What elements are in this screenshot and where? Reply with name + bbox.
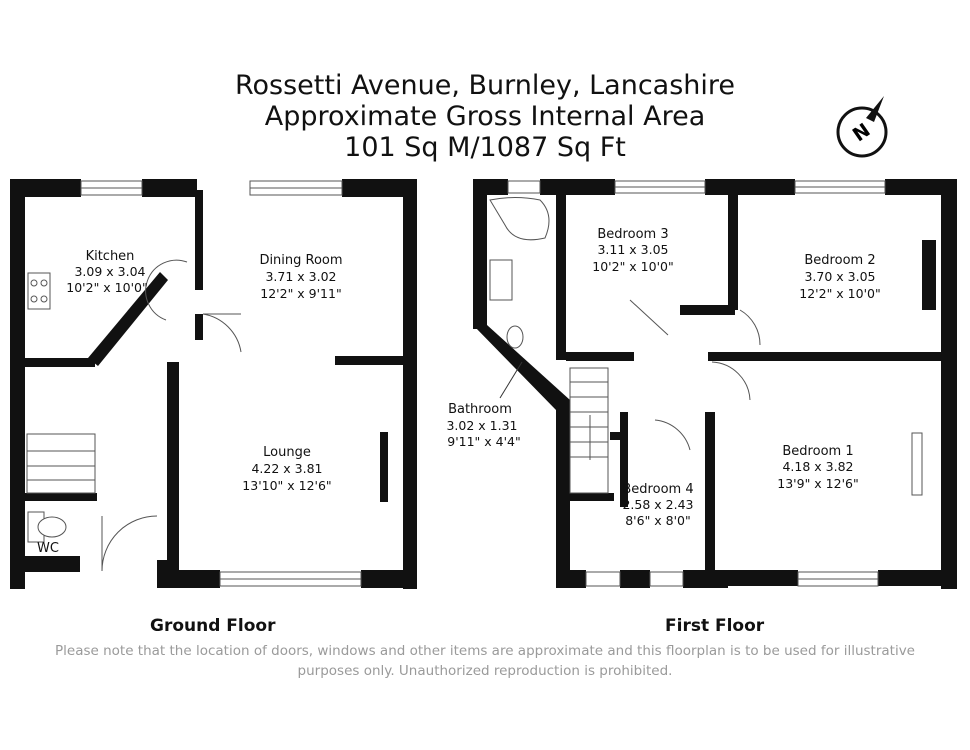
bedroom3-imperial: 10'2" x 10'0" bbox=[592, 259, 673, 274]
bathroom-imperial: 9'11" x 4'4" bbox=[447, 434, 520, 449]
first-floor-label: First Floor bbox=[665, 616, 765, 636]
lounge-name: Lounge bbox=[263, 445, 311, 460]
bedroom4-metric: 2.58 x 2.43 bbox=[622, 497, 693, 512]
kitchen-metric: 3.09 x 3.04 bbox=[74, 264, 145, 279]
bedroom3-metric: 3.11 x 3.05 bbox=[597, 242, 668, 257]
disclaimer-line-2: purposes only. Unauthorized reproduction… bbox=[297, 663, 673, 679]
bedroom1-imperial: 13'9" x 12'6" bbox=[777, 476, 858, 491]
bedroom1-metric: 4.18 x 3.82 bbox=[782, 459, 853, 474]
lounge-imperial: 13'10" x 12'6" bbox=[242, 478, 331, 493]
plan-title-block: Rossetti Avenue, Burnley, Lancashire App… bbox=[0, 70, 970, 163]
bedroom2-metric: 3.70 x 3.05 bbox=[804, 269, 875, 284]
first-floor-openings bbox=[489, 180, 923, 587]
compass-icon: N bbox=[836, 96, 888, 158]
dining-imperial: 12'2" x 9'11" bbox=[260, 286, 341, 301]
first-floor-plan bbox=[473, 179, 957, 589]
bedroom2-name: Bedroom 2 bbox=[804, 253, 875, 268]
compass-letter: N bbox=[849, 119, 875, 146]
bedroom1-name: Bedroom 1 bbox=[782, 444, 853, 459]
bedroom4-imperial: 8'6" x 8'0" bbox=[625, 513, 691, 528]
dining-metric: 3.71 x 3.02 bbox=[265, 269, 336, 284]
disclaimer: Please note that the location of doors, … bbox=[0, 641, 970, 681]
bedroom3-name: Bedroom 3 bbox=[597, 227, 668, 242]
bathroom-pointer bbox=[499, 361, 523, 399]
area-heading: Approximate Gross Internal Area bbox=[264, 101, 706, 132]
kitchen-name: Kitchen bbox=[86, 249, 135, 264]
bathroom-name: Bathroom bbox=[448, 402, 512, 417]
ground-floor-plan bbox=[10, 179, 417, 589]
bedroom2-imperial: 12'2" x 10'0" bbox=[799, 286, 880, 301]
bathroom-metric: 3.02 x 1.31 bbox=[446, 418, 517, 433]
wc-name: WC bbox=[37, 541, 59, 556]
ground-floor-openings bbox=[26, 180, 362, 587]
dining-name: Dining Room bbox=[259, 253, 342, 268]
bedroom4-name: Bedroom 4 bbox=[622, 482, 693, 497]
area-value: 101 Sq M/1087 Sq Ft bbox=[344, 132, 626, 163]
lounge-metric: 4.22 x 3.81 bbox=[251, 461, 322, 476]
disclaimer-line-1: Please note that the location of doors, … bbox=[55, 643, 915, 659]
property-address: Rossetti Avenue, Burnley, Lancashire bbox=[234, 70, 736, 101]
kitchen-imperial: 10'2" x 10'0" bbox=[66, 280, 147, 295]
ground-floor-label: Ground Floor bbox=[150, 616, 276, 636]
